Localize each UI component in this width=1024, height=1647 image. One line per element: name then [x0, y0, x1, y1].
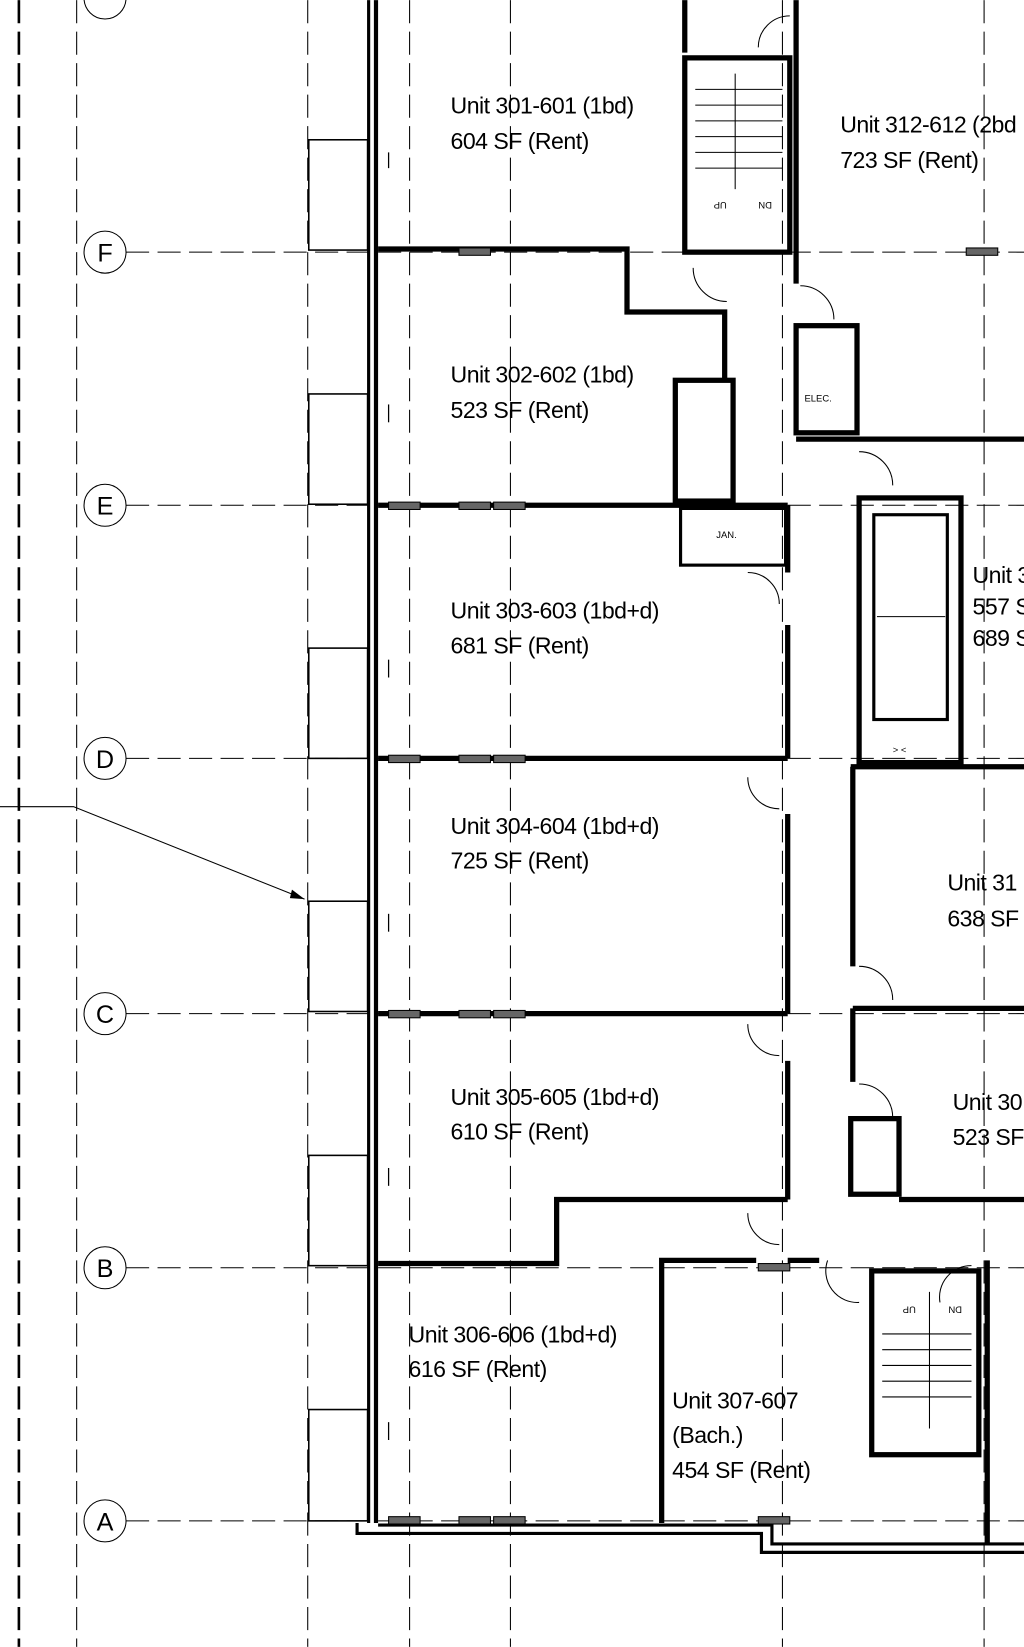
grid-bubble-a: A	[83, 1499, 127, 1543]
svg-text:Unit 307-607: Unit 307-607	[672, 1387, 798, 1413]
unit-walls: > <	[378, 0, 1024, 1544]
svg-text:Unit 303-603 (1bd+d): Unit 303-603 (1bd+d)	[451, 598, 659, 624]
elec-room-label: ELEC.	[804, 393, 831, 404]
unit-label-303: Unit 303-603 (1bd+d) 681 SF (Rent)	[451, 598, 660, 659]
grid-bubble-g	[83, 0, 127, 20]
svg-text:Unit 31: Unit 31	[947, 870, 1017, 896]
unit-label-301: Unit 301-601 (1bd) 604 SF (Rent)	[451, 93, 635, 155]
unit-label-3xx-partial: Unit 3 557 S 689 S	[973, 562, 1024, 651]
unit-label-312: Unit 312-612 (2bd 723 SF (Rent)	[840, 111, 1016, 173]
svg-text:> <: > <	[893, 745, 907, 756]
svg-text:E: E	[97, 493, 114, 521]
svg-text:681 SF (Rent): 681 SF (Rent)	[451, 632, 589, 658]
svg-text:F: F	[97, 240, 112, 268]
unit-label-307: Unit 307-607 (Bach.) 454 SF (Rent)	[672, 1387, 811, 1483]
svg-text:(Bach.): (Bach.)	[672, 1422, 743, 1448]
stair-up-label-lower: UP	[903, 1304, 916, 1315]
janitor-room-label: JAN.	[716, 530, 736, 541]
svg-text:723 SF (Rent): 723 SF (Rent)	[840, 147, 978, 173]
bay-windows	[307, 138, 369, 1522]
leader-arrow	[0, 806, 305, 900]
exterior-wall	[355, 0, 1024, 1554]
unit-label-305: Unit 305-605 (1bd+d) 610 SF (Rent)	[451, 1084, 660, 1145]
svg-text:557 S: 557 S	[973, 593, 1024, 619]
grid-lines	[17, 0, 1024, 1647]
unit-label-304: Unit 304-604 (1bd+d) 725 SF (Rent)	[451, 813, 660, 874]
svg-text:B: B	[97, 1255, 114, 1283]
svg-text:Unit 305-605 (1bd+d): Unit 305-605 (1bd+d)	[451, 1084, 659, 1110]
unit-label-30x-partial: Unit 30 523 SF	[953, 1089, 1024, 1150]
grid-bubble-b: B	[83, 1246, 127, 1290]
svg-text:Unit 3: Unit 3	[973, 562, 1024, 588]
svg-text:616 SF (Rent): 616 SF (Rent)	[409, 1356, 547, 1382]
stair-treads	[695, 73, 972, 1398]
svg-text:C: C	[96, 1001, 114, 1029]
unit-label-302: Unit 302-602 (1bd) 523 SF (Rent)	[451, 361, 635, 423]
stair-up-label: UP	[714, 199, 727, 210]
svg-text:610 SF (Rent): 610 SF (Rent)	[451, 1119, 589, 1145]
svg-text:454 SF (Rent): 454 SF (Rent)	[672, 1457, 810, 1483]
svg-text:Unit 304-604 (1bd+d): Unit 304-604 (1bd+d)	[451, 813, 659, 839]
svg-text:523 SF (Rent): 523 SF (Rent)	[451, 397, 589, 423]
grid-bubble-d: D	[83, 736, 127, 780]
svg-text:A: A	[97, 1508, 114, 1536]
svg-text:604 SF (Rent): 604 SF (Rent)	[451, 128, 589, 154]
svg-text:D: D	[96, 746, 114, 774]
door-swings	[692, 15, 972, 1303]
unit-label-306: Unit 306-606 (1bd+d) 616 SF (Rent)	[409, 1321, 618, 1382]
grid-bubble-f: F	[83, 230, 127, 274]
grid-bubble-c: C	[83, 992, 127, 1036]
svg-text:638 SF: 638 SF	[947, 905, 1019, 931]
svg-text:725 SF (Rent): 725 SF (Rent)	[451, 848, 589, 874]
svg-text:Unit 301-601 (1bd): Unit 301-601 (1bd)	[451, 93, 634, 119]
svg-text:Unit 306-606 (1bd+d): Unit 306-606 (1bd+d)	[409, 1321, 617, 1347]
unit-label-31x-partial: Unit 31 638 SF	[947, 870, 1019, 932]
grid-bubble-e: E	[83, 483, 127, 527]
svg-text:689 S: 689 S	[973, 625, 1024, 651]
svg-text:523 SF: 523 SF	[953, 1124, 1024, 1150]
svg-text:Unit 312-612 (2bd: Unit 312-612 (2bd	[840, 111, 1016, 137]
columns	[388, 247, 999, 1525]
svg-text:Unit 302-602 (1bd): Unit 302-602 (1bd)	[451, 361, 634, 387]
stair-dn-label-lower: DN	[948, 1304, 962, 1315]
svg-text:Unit 30: Unit 30	[953, 1089, 1023, 1115]
stair-dn-label: DN	[758, 199, 772, 210]
